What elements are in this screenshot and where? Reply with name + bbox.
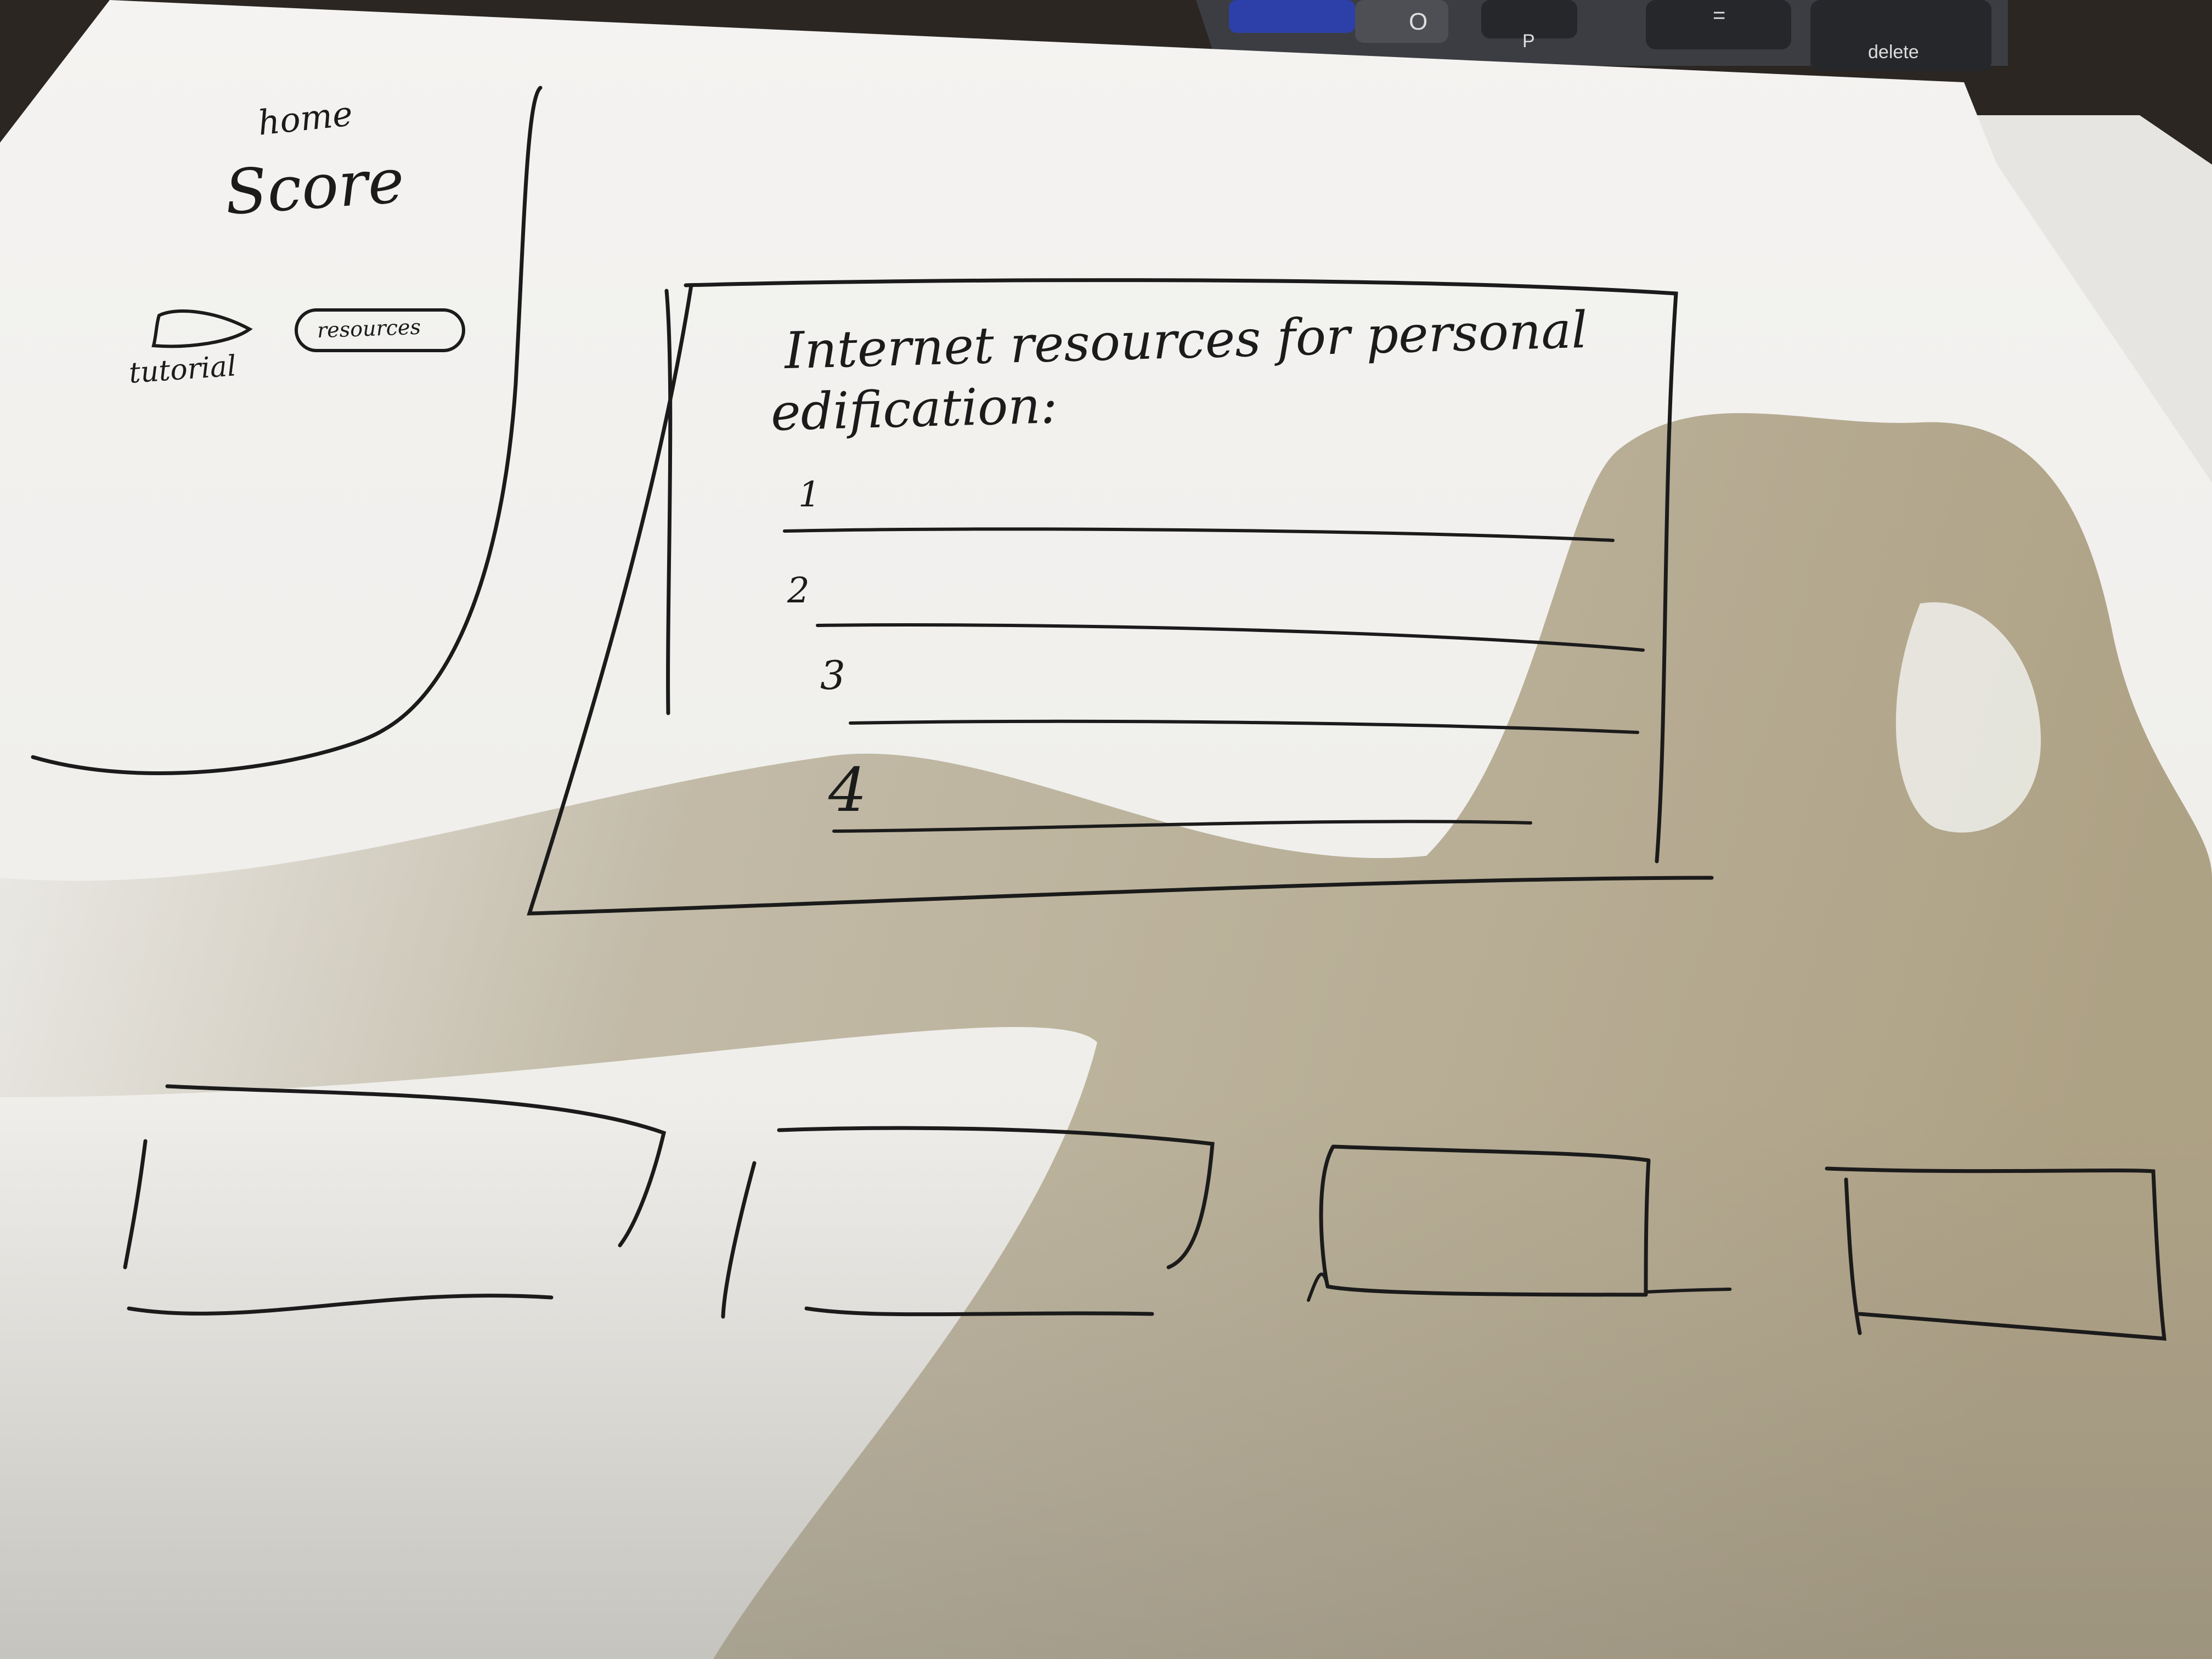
card-2[interactable] [721, 1126, 1215, 1319]
keyboard-key-p: P [1522, 31, 1535, 52]
sidebar-heading-small: home [256, 93, 355, 143]
list-number-1: 1 [798, 475, 821, 515]
keyboard-key-equals: = [1713, 3, 1726, 27]
keyboard-key-o: O [1409, 8, 1428, 35]
sidebar-heading: Score [222, 145, 407, 229]
list-line-2 [816, 623, 1645, 652]
list-line-4 [832, 820, 1532, 833]
sidebar-outline [31, 86, 543, 776]
list-line-1 [783, 527, 1615, 542]
light-highlight [1895, 602, 2041, 833]
card-4[interactable] [1825, 1166, 2166, 1341]
lower-shade [0, 1097, 2212, 1659]
laptop-keyboard [1196, 0, 2008, 71]
tutorial-label: tutorial [128, 349, 238, 390]
card-1[interactable] [123, 1084, 667, 1316]
resources-button-label[interactable]: resources [317, 314, 421, 343]
list-number-3: 3 [820, 652, 845, 698]
main-panel-outer-outline [527, 283, 1714, 916]
main-panel-title-line2: edification: [770, 376, 1058, 442]
list-number-2: 2 [787, 571, 810, 611]
main-panel-inner-outline [664, 278, 1678, 864]
tutorial-icon[interactable] [151, 309, 253, 348]
list-line-3 [849, 719, 1639, 734]
list-number-4: 4 [828, 755, 867, 825]
keyboard-key-delete: delete [1868, 42, 1919, 63]
card-3[interactable] [1307, 1144, 1732, 1302]
resources-pill-outline[interactable] [295, 308, 465, 352]
